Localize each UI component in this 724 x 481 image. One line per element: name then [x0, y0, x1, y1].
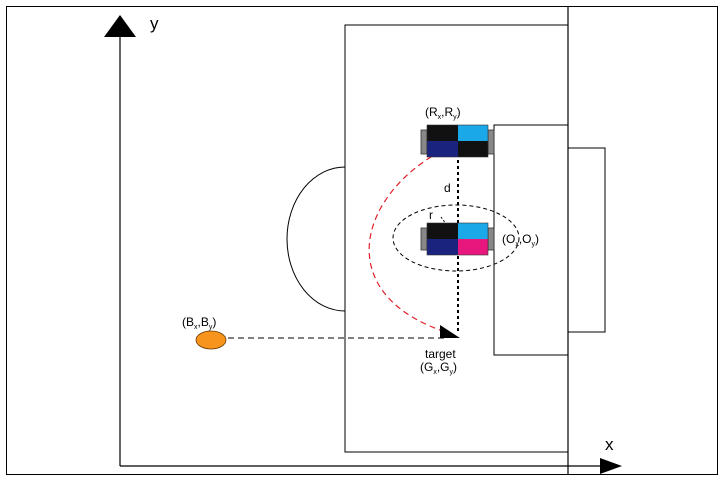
robot — [420, 124, 495, 158]
obstacle-wheel-left — [420, 227, 428, 251]
obstacle-wheel-right — [487, 227, 495, 251]
robot-patch-bottom-left — [427, 141, 458, 157]
target-position-label: (Gx,Gy) — [420, 360, 457, 376]
robot-wheel-right — [487, 129, 495, 155]
ball — [195, 330, 227, 350]
obstacle-patch-bottom-right — [458, 239, 488, 255]
obstacle-position-label: (Ox,Oy) — [502, 232, 539, 248]
robot-wheel-left — [420, 129, 428, 155]
figure-frame — [6, 6, 718, 475]
goal-box — [568, 147, 606, 333]
robot-position-label: (Rx,Ry) — [425, 105, 461, 121]
x-axis-arrowhead — [600, 458, 622, 474]
y-axis-arrowhead — [104, 15, 136, 37]
ball-position-label: (Bx,By) — [182, 315, 216, 331]
obstacle-radius-circle — [392, 204, 520, 272]
obstacle-patch-top-right — [458, 223, 488, 239]
robot-patch-bottom-right — [458, 141, 488, 157]
obstacle-robot — [420, 222, 495, 256]
planned-path — [368, 146, 450, 331]
target-word-label: target — [425, 347, 456, 361]
robot-outline — [426, 124, 489, 158]
penalty-area — [344, 24, 568, 453]
y-axis-label: y — [150, 14, 159, 33]
obstacle-patch-top-left — [427, 223, 458, 239]
robot-patch-top-left — [427, 125, 458, 141]
target-arrowhead — [440, 325, 460, 338]
distance-label: d — [444, 181, 451, 195]
x-axis-label: x — [605, 435, 614, 454]
penalty-arc — [286, 166, 346, 312]
radius-label: r — [429, 208, 433, 222]
coordinate-axes: y x — [104, 14, 622, 474]
obstacle-patch-bottom-left — [427, 239, 458, 255]
obstacle-outline — [426, 222, 489, 256]
robot-patch-top-right — [458, 125, 488, 141]
